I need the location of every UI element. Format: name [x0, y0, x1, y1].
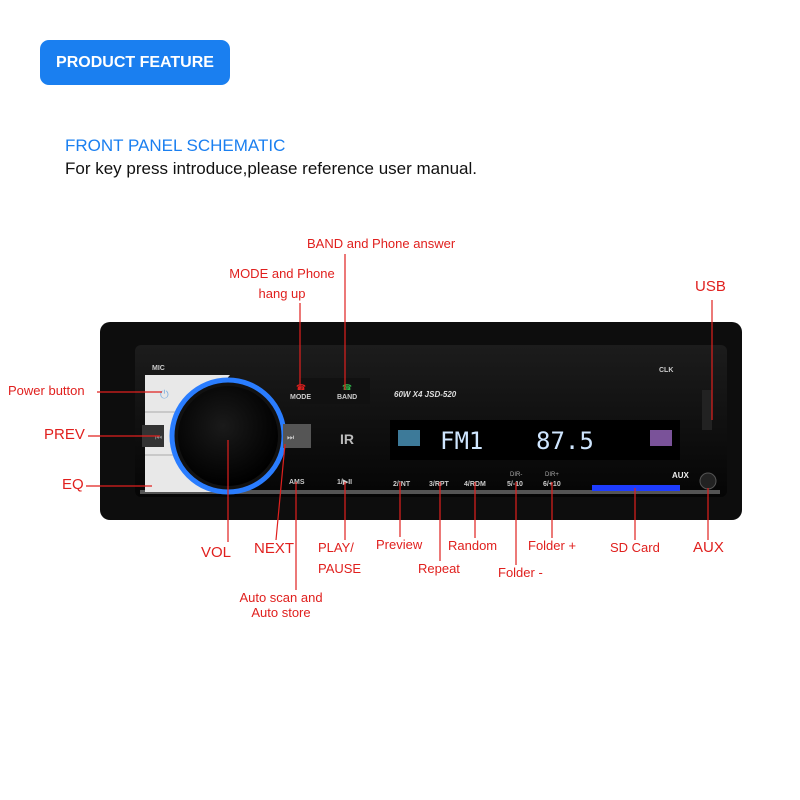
- label-aux: AUX: [693, 539, 724, 556]
- label-mode-1: MODE and Phone: [229, 266, 335, 281]
- sd-card-slot: [592, 485, 680, 491]
- preset-3-rpt: 3/RPT: [429, 481, 450, 488]
- power-icon: ⏻: [160, 389, 169, 401]
- label-vol: VOL: [201, 544, 232, 561]
- answer-icon: ☎: [342, 383, 352, 392]
- label-band: BAND and Phone answer: [307, 236, 456, 251]
- label-folder-minus: Folder -: [498, 565, 543, 580]
- preset-2-int: 2/INT: [393, 481, 411, 488]
- preset-5-folder-minus: 5/-10: [507, 481, 523, 488]
- section-subtitle: For key press introduce,please reference…: [65, 159, 477, 178]
- panel-detail: [275, 443, 286, 541]
- label-prev: PREV: [44, 426, 85, 443]
- label-sd-card: SD Card: [610, 540, 660, 555]
- panel-detail: [178, 386, 278, 486]
- hangup-icon: ☎: [296, 383, 306, 392]
- prev-icon: ⏮: [155, 433, 162, 442]
- panel-detail: [650, 430, 672, 446]
- label-repeat: Repeat: [418, 561, 460, 576]
- label-ams-1: Auto scan and: [239, 590, 323, 605]
- panel-detail: [140, 490, 720, 494]
- next-icon: ⏭: [287, 433, 294, 442]
- panel-detail: [398, 430, 420, 446]
- label-folder-plus: Folder +: [528, 538, 577, 553]
- section-title: FRONT PANEL SCHEMATIC: [65, 136, 286, 155]
- label-usb: USB: [695, 278, 726, 295]
- dir-plus-label: DIR+: [545, 472, 559, 478]
- display-frequency: 87.5: [536, 427, 594, 455]
- label-mode-2: hang up: [258, 286, 306, 301]
- aux-label: AUX: [672, 471, 690, 480]
- label-power: Power button: [8, 383, 85, 398]
- mode-button: MODE: [290, 394, 311, 401]
- leader-lines: [86, 254, 713, 590]
- panel-detail: [300, 378, 370, 404]
- clk-button: CLK: [659, 367, 673, 374]
- aux-jack: [699, 472, 717, 490]
- next-button: [283, 424, 311, 448]
- model-label: 60W X4 JSD-520: [394, 390, 457, 399]
- display-band: FM1: [440, 427, 483, 455]
- label-play-2: PAUSE: [318, 561, 362, 576]
- ams-button: AMS: [289, 479, 305, 486]
- band-button: BAND: [337, 394, 357, 401]
- lcd-display: [390, 420, 680, 460]
- usb-port: [702, 390, 712, 430]
- mic-label: MIC: [152, 365, 165, 372]
- label-next: NEXT: [254, 540, 295, 557]
- label-play-1: PLAY/: [318, 540, 354, 555]
- label-ams-2: Auto store: [251, 605, 311, 620]
- label-eq: EQ: [62, 476, 84, 493]
- product-feature-badge: PRODUCT FEATURE: [40, 40, 230, 85]
- dir-minus-label: DIR-: [510, 472, 522, 478]
- label-random: Random: [448, 538, 498, 553]
- label-preview: Preview: [376, 537, 423, 552]
- ir-sensor: IR: [340, 431, 354, 447]
